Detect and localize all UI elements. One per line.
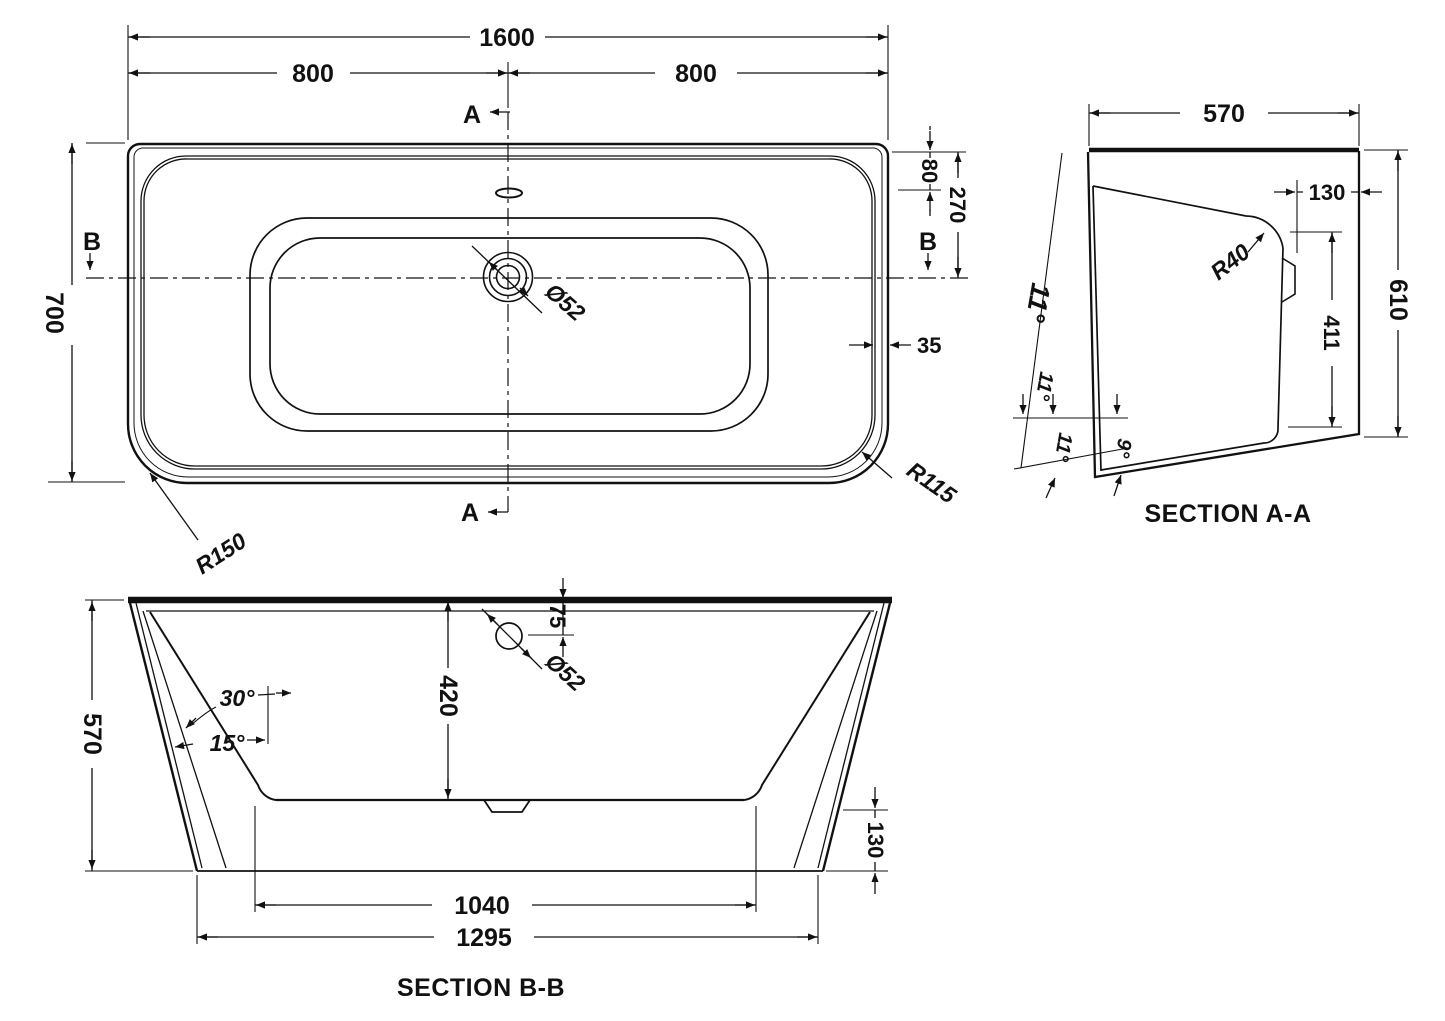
aa-dim-130: 130 — [1274, 180, 1382, 253]
plan-basin-outer — [249, 217, 769, 432]
dim-270-label: 270 — [945, 187, 970, 224]
bb-left-wall-15deg — [142, 610, 227, 869]
dim-270: 270 — [945, 152, 970, 278]
plan-rim-inner — [143, 158, 873, 467]
bb-dim-420: 420 — [434, 600, 462, 799]
marker-a-bottom-label: A — [461, 499, 479, 527]
plan-rim-outer — [140, 155, 876, 470]
plan-outer-shell — [126, 142, 890, 485]
dim-800-left: 800 — [128, 60, 508, 88]
dim-800-right-label: 800 — [675, 60, 717, 88]
dim-r115-label: R115 — [902, 457, 962, 510]
aa-left-wall-inner — [1092, 185, 1102, 472]
section-marker-b-left: B — [83, 228, 101, 270]
bb-left-backrest-30deg — [149, 611, 277, 801]
aa-dim-r40: R40 — [1205, 232, 1265, 285]
aa-dim-130-label: 130 — [1309, 180, 1346, 205]
bb-dim-570-label: 570 — [78, 713, 106, 755]
bb-dim-1040-label: 1040 — [454, 892, 510, 920]
marker-b-left-label: B — [83, 228, 101, 256]
bb-overflow-dia-label: Ø52 — [540, 648, 590, 697]
bb-right-wall-outer — [821, 602, 892, 872]
dim-1600-label: 1600 — [479, 24, 535, 52]
bb-angle-30-label: 30° — [220, 685, 256, 711]
aa-dim-570-label: 570 — [1203, 100, 1245, 128]
bb-angle-15-label: 15° — [210, 730, 246, 756]
dim-800-right: 800 — [508, 60, 888, 88]
aa-angle-references — [1013, 152, 1129, 499]
aa-angle-11-big-label: 11° — [1020, 281, 1056, 325]
plan-outer-shell-inner-line — [133, 147, 883, 478]
bb-dim-1295-label: 1295 — [456, 924, 512, 952]
bb-right-backrest-30deg — [743, 611, 871, 801]
overflow-slot — [495, 187, 523, 199]
bb-dim-75-label: 75 — [545, 604, 570, 628]
aa-dim-610-label: 610 — [1384, 279, 1412, 321]
dim-80-label: 80 — [917, 159, 942, 183]
dim-700-label: 700 — [40, 292, 68, 334]
marker-b-right-label: B — [919, 228, 937, 256]
bb-dim-75: 75 — [528, 578, 574, 657]
bb-right-wall-outer2 — [817, 602, 885, 869]
section-b-b-view: Ø52 75 420 570 130 — [78, 578, 892, 1002]
aa-dim-r40-label: R40 — [1205, 238, 1254, 285]
dim-r150-label: R150 — [191, 527, 251, 579]
aa-basin-inner — [1100, 247, 1284, 471]
section-marker-a-bottom: A — [461, 499, 508, 527]
aa-dim-411: 411 — [1288, 231, 1344, 428]
bb-dim-1295: 1295 — [196, 875, 819, 952]
bb-dim-130: 130 — [826, 787, 888, 894]
aa-angle-9-label: 9° — [1110, 437, 1135, 461]
dim-800-left-label: 800 — [292, 60, 334, 88]
aa-angle-11-low-label: 11° — [1049, 431, 1076, 464]
plan-view: Ø52 1600 800 800 700 — [40, 24, 972, 579]
bb-left-wall-outer — [128, 602, 199, 872]
bb-left-wall-outer2 — [135, 602, 203, 869]
dim-35: 35 — [849, 333, 941, 358]
bb-drain-recess — [483, 799, 531, 813]
section-a-a-title: SECTION A-A — [1144, 500, 1311, 528]
dim-35-label: 35 — [917, 333, 941, 358]
bb-dim-130-label: 130 — [863, 822, 888, 859]
dim-r150: R150 — [149, 472, 251, 579]
bb-overflow-leader: Ø52 — [481, 608, 590, 697]
aa-dim-610: 610 — [1364, 149, 1412, 438]
dim-80: 80 — [892, 126, 966, 216]
bb-dim-1040: 1040 — [254, 806, 757, 920]
bb-dim-420-label: 420 — [434, 675, 462, 717]
bb-angle-callouts: 30° 15° — [174, 685, 291, 756]
plan-drain-dia-label: Ø52 — [540, 278, 590, 326]
dim-700: 700 — [40, 142, 125, 483]
bb-right-wall-15deg — [793, 610, 878, 869]
aa-outer-profile — [1086, 151, 1361, 479]
dim-r115: R115 — [861, 451, 962, 510]
aa-dim-570: 570 — [1088, 100, 1360, 146]
section-b-b-title: SECTION B-B — [397, 974, 565, 1002]
aa-dim-411-label: 411 — [1319, 315, 1344, 351]
aa-overflow-notch — [1281, 257, 1296, 303]
bb-overflow-hole — [495, 622, 523, 650]
drain-leader — [471, 245, 543, 314]
drain-circles — [482, 251, 534, 303]
plan-basin-inner — [269, 237, 751, 415]
dim-1600: 1600 — [127, 24, 889, 140]
section-a-a-view: 570 130 R40 411 610 — [1013, 100, 1412, 528]
marker-a-top-label: A — [463, 101, 481, 129]
aa-deck-slope — [1092, 185, 1284, 249]
bb-dim-570: 570 — [78, 599, 193, 872]
aa-angle-11-mid-label: 11° — [1030, 370, 1057, 403]
section-marker-b-right: B — [919, 228, 937, 270]
section-marker-a-top: A — [463, 101, 510, 129]
